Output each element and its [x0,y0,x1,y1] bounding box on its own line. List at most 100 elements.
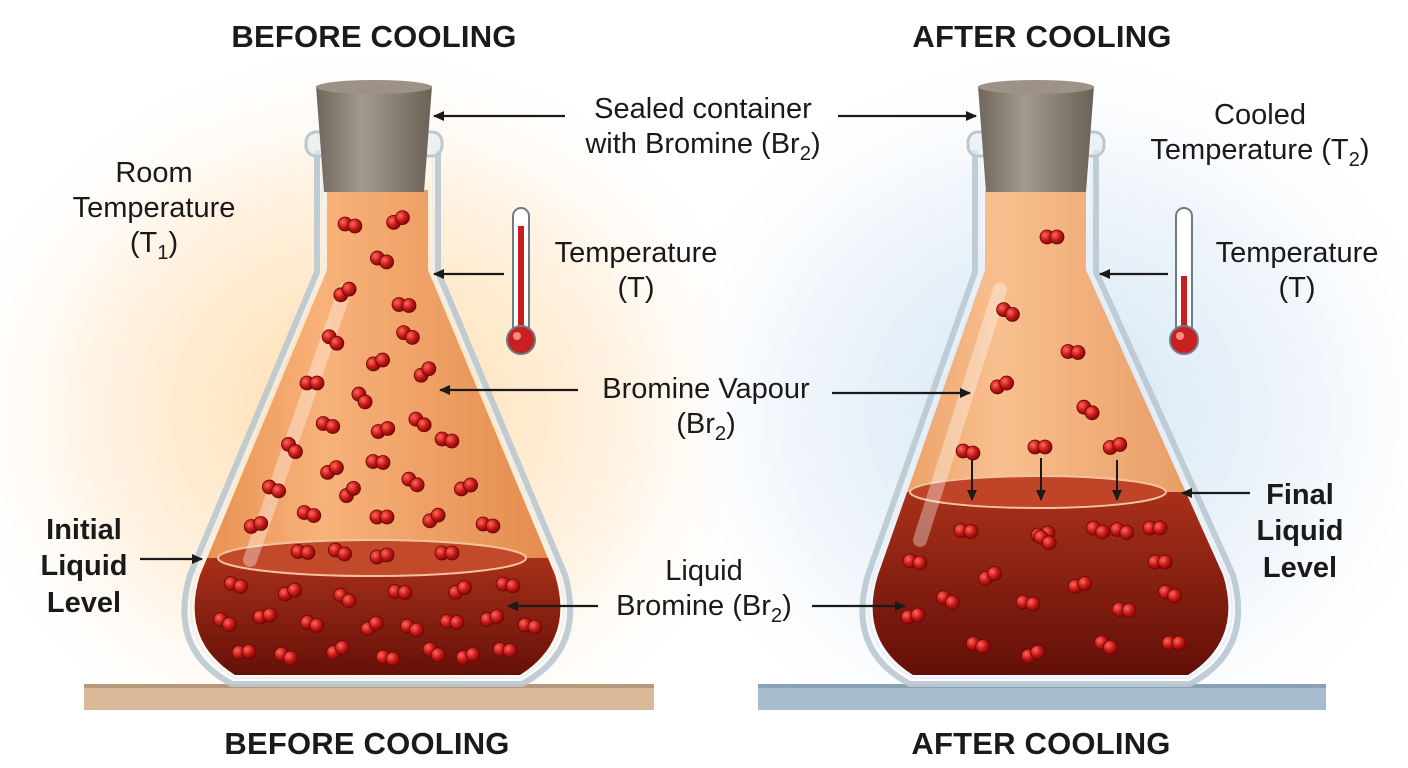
bromine-molecule [339,481,361,503]
heading-after-cooling: AFTER COOLING [912,19,1172,54]
bromine-molecule [978,566,1002,586]
bromine-molecule [1067,576,1093,594]
label-room-temperature: Room Temperature (T1) [72,157,236,264]
label-temperature-left: Temperature (T) [554,237,718,304]
stopper [316,86,432,192]
bromine-molecule [391,297,417,313]
bromine-molecule [281,437,303,459]
bromine-molecule [965,636,991,654]
bromine-molecule [399,618,425,638]
bromine-molecule [422,507,446,529]
bromine-molecule [370,421,396,439]
bromine-molecule [1085,520,1111,540]
bromine-molecule [1060,344,1086,360]
bromine-molecule [434,431,460,449]
bromine-molecule [439,614,465,630]
bromine-molecule [213,612,237,632]
label-sealed-container: Sealed container with Bromine (Br2) [585,93,821,165]
bromine-molecule [422,641,446,663]
molecules-after-cooling [900,229,1187,664]
final-liquid-surface [909,475,1167,509]
bromine-molecule [369,547,395,565]
bromine-molecule [936,590,960,610]
bromine-molecule [326,640,350,660]
bromine-molecule [290,544,316,560]
bromine-molecule [369,509,395,525]
warm-table-surface [84,684,654,710]
bromine-molecule [1157,584,1183,604]
bromine-molecule [1147,554,1173,570]
bromine-molecule [273,646,299,666]
bromine-molecule [413,361,437,383]
bromine-molecule [333,587,357,609]
bromine-molecule [434,545,460,561]
bromine-molecule [299,615,325,633]
bromine-molecule [401,471,425,493]
bromine-molecule [351,386,373,410]
bromine-molecule [1102,437,1128,455]
bromine-molecule [953,523,979,539]
bromine-molecule [231,644,257,660]
thermometer-right [1169,207,1199,355]
thermometer-left [506,207,536,355]
bromine-molecule [369,250,395,270]
bromine-molecule [495,576,521,594]
bromine-molecule [243,516,269,534]
bromine-molecule [1111,602,1137,618]
bromine-molecule [327,542,353,562]
bromine-molecule [333,281,357,303]
bromine-molecule [989,375,1015,395]
label-final-liquid-level: Final Liquid Level [1256,479,1344,584]
bromine-molecule [1094,635,1118,655]
bromine-molecule [900,607,926,625]
bromine-molecule [337,216,363,234]
molecules-before-cooling [213,210,543,667]
bromine-molecule [1015,594,1041,612]
bromine-molecule [1109,522,1135,540]
label-bromine-vapour: Bromine Vapour (Br2) [602,373,810,445]
bromine-molecule [315,416,341,434]
bromine-molecule [455,647,481,665]
bromine-molecule [375,649,401,667]
bromine-molecule [277,582,303,602]
bromine-molecule [320,460,344,480]
bromine-molecule [1033,529,1057,551]
bromine-molecule [955,443,981,461]
footer-before-cooling: BEFORE COOLING [224,726,510,761]
bromine-molecule [408,411,432,433]
bromine-molecule [261,479,287,499]
label-initial-liquid-level: Initial Liquid Level [40,514,128,619]
pointer-arrows [140,111,1250,611]
bromine-molecule [902,553,928,571]
bromine-molecule [386,210,410,230]
bromine-molecule [492,642,518,658]
bromine-molecule [1020,644,1046,664]
bromine-molecule [475,516,501,534]
bromine-molecule [387,584,413,600]
bromine-molecule [396,325,420,345]
label-cooled-temperature: Cooled Temperature (T2) [1150,99,1370,171]
bromine-molecule [360,615,384,637]
bromine-molecule [223,576,249,594]
bromine-molecule [365,352,391,372]
flask-glass-cooled [859,150,1242,687]
bromine-molecule [517,617,543,635]
bromine-molecule [365,454,391,470]
heading-before-cooling: BEFORE COOLING [231,19,517,54]
bromine-molecule [996,302,1020,322]
bromine-molecule [479,609,505,627]
condensation-arrows [967,458,1122,501]
footer-after-cooling: AFTER COOLING [911,726,1171,761]
bromine-molecule [1142,520,1168,536]
bromine-molecule [448,580,472,600]
bromine-molecule [1027,439,1053,455]
bromine-molecule [1039,229,1065,245]
flask-after-cooling [859,80,1242,687]
bromine-molecule [453,477,479,497]
label-liquid-bromine: Liquid Bromine (Br2) [616,555,792,627]
label-temperature-right: Temperature (T) [1215,237,1379,304]
cool-table-surface [758,684,1326,710]
bromine-molecule [321,329,345,351]
bromine-molecule [252,607,278,625]
